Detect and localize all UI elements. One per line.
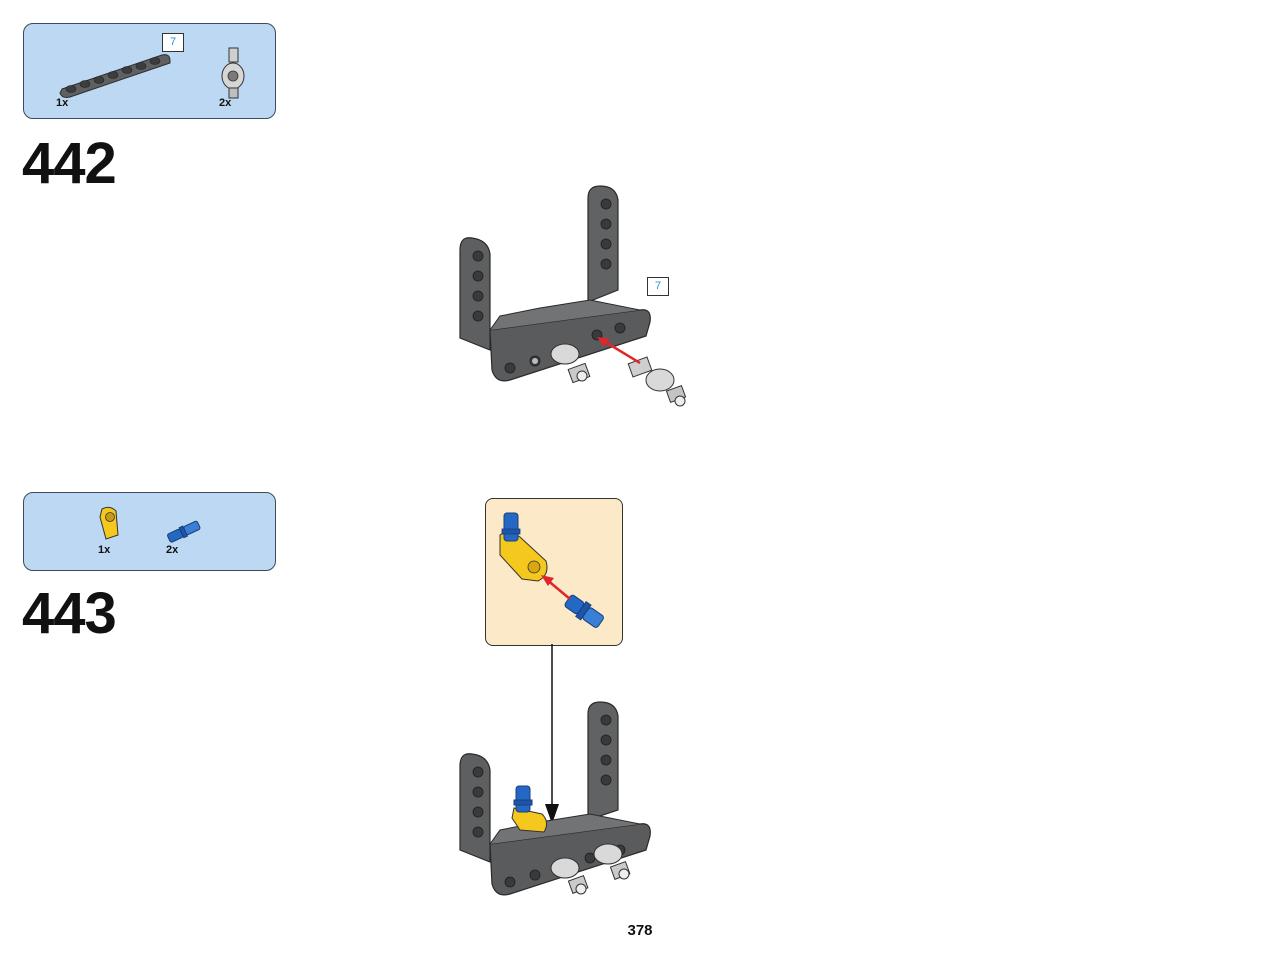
- beam-length-badge: 7: [162, 33, 184, 52]
- part-qty: 1x: [56, 97, 69, 109]
- part-qty: 2x: [219, 97, 232, 109]
- part-qty: 2x: [166, 544, 179, 556]
- loose-connector: [627, 356, 687, 407]
- yellow-angle-connector-icon: [99, 506, 119, 540]
- subassembly-diagram: [499, 512, 604, 628]
- parts-list-443: 1x 2x: [23, 492, 276, 571]
- step-number: 442: [22, 131, 117, 196]
- callout-pointer-arrow: [545, 644, 559, 824]
- parts-list-442: 7 1x 2x: [23, 23, 276, 119]
- part-qty: 1x: [98, 544, 111, 556]
- gray-connector-icon: [221, 47, 245, 99]
- installed-connector: [550, 343, 591, 384]
- blue-pin-icon: [167, 520, 201, 543]
- page-number: 378: [627, 922, 653, 939]
- assembly-442: [459, 185, 687, 407]
- assembly-443: [459, 701, 651, 896]
- step-number: 443: [22, 581, 117, 646]
- gray-beam-icon: [59, 54, 171, 98]
- beam-length-badge: 7: [647, 277, 669, 296]
- subassembly-callout: [485, 498, 623, 646]
